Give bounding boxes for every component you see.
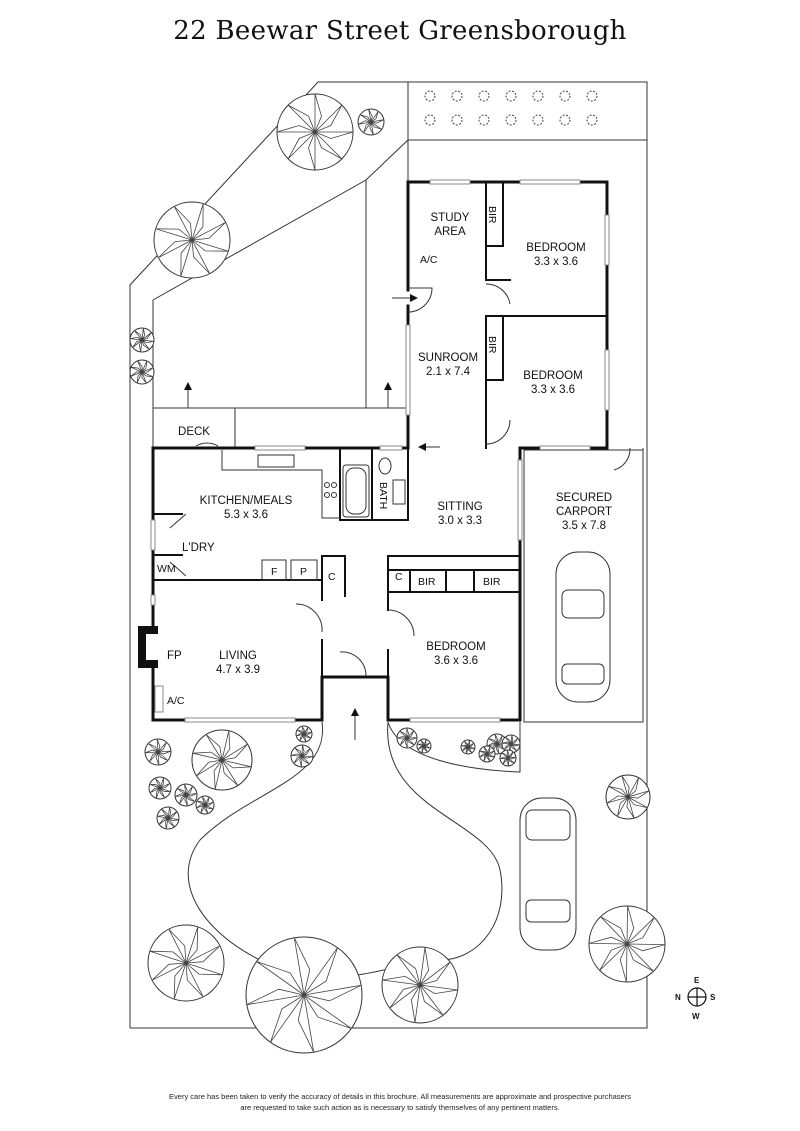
tree [195, 795, 215, 815]
bir-label-4: BIR [483, 576, 501, 588]
kitchen-name: KITCHEN/MEALS [200, 495, 293, 507]
sunroom-name: SUNROOM [418, 352, 478, 364]
shrub [451, 114, 463, 126]
tree [156, 806, 180, 830]
tree [276, 93, 354, 171]
p-label: P [300, 566, 307, 578]
study-label-1: STUDY [431, 212, 470, 224]
bedroom2-name: BEDROOM [523, 370, 582, 382]
shrub [451, 90, 463, 102]
fireplace [138, 626, 158, 668]
tree [605, 774, 651, 820]
compass-n: N [675, 993, 681, 1002]
room-labels: STUDY AREA A/C BIR BIR BEDROOM 3.3 x 3.6… [157, 206, 612, 707]
disclaimer: Every care has been taken to verify the … [0, 1091, 800, 1113]
car-driveway [519, 797, 577, 951]
carport [523, 448, 644, 723]
shrub [586, 114, 598, 126]
disclaimer-line-1: Every care has been taken to verify the … [169, 1092, 631, 1101]
f-label: F [271, 566, 277, 578]
sunroom-size: 2.1 x 7.4 [426, 366, 471, 378]
shrub [559, 114, 571, 126]
study-label-2: AREA [434, 226, 466, 238]
tree [416, 738, 432, 754]
compass-e: E [694, 976, 700, 985]
carport-name-2: CARPORT [556, 506, 612, 518]
tree [174, 783, 198, 807]
car-carport [555, 551, 611, 703]
ac-study-label: A/C [420, 254, 438, 266]
shrub [505, 114, 517, 126]
carport-name-1: SECURED [556, 492, 612, 504]
page-title: 22 Beewar Street Greensborough [173, 16, 627, 46]
shrub [505, 90, 517, 102]
shrub [586, 90, 598, 102]
deck-label: DECK [178, 426, 210, 438]
tree [129, 327, 155, 353]
windows [150, 179, 610, 723]
sitting-size: 3.0 x 3.3 [438, 515, 482, 527]
shrub [532, 114, 544, 126]
tree [295, 725, 313, 743]
laundry-label: L'DRY [182, 542, 215, 554]
tree [245, 936, 363, 1054]
bedroom1-name: BEDROOM [526, 242, 585, 254]
wm-label: WM [157, 563, 176, 575]
bir-label-1: BIR [486, 206, 498, 224]
bir-label-2: BIR [486, 336, 498, 354]
shrub [424, 114, 436, 126]
trees [129, 90, 666, 1054]
shrub [532, 90, 544, 102]
tree [148, 776, 172, 800]
tree [478, 745, 496, 763]
tree [396, 727, 418, 749]
tree [588, 905, 666, 983]
fp-label: FP [167, 650, 182, 662]
tree [144, 738, 172, 766]
shrub [478, 114, 490, 126]
bedroom3-name: BEDROOM [426, 641, 485, 653]
tree [499, 749, 517, 767]
kitchen-bench [221, 450, 340, 519]
tree [191, 729, 253, 791]
tree [290, 744, 314, 768]
interior-walls [152, 181, 608, 721]
shrub [424, 90, 436, 102]
bedroom3-size: 3.6 x 3.6 [434, 655, 478, 667]
c-label-2: C [395, 571, 403, 583]
bath-fixtures [342, 457, 406, 518]
bedroom1-size: 3.3 x 3.6 [534, 256, 578, 268]
disclaimer-line-2: are requested to take such action as is … [240, 1103, 560, 1112]
living-name: LIVING [219, 650, 257, 662]
tree [460, 739, 476, 755]
compass: E N S W [675, 976, 716, 1021]
bir-label-3: BIR [418, 576, 436, 588]
tree [381, 946, 459, 1024]
tree [501, 734, 521, 754]
compass-w: W [692, 1012, 700, 1021]
living-size: 4.7 x 3.9 [216, 664, 260, 676]
carport-size: 3.5 x 7.8 [562, 520, 606, 532]
shrub [559, 90, 571, 102]
ac-living-label: A/C [167, 695, 185, 707]
site-boundary [129, 81, 648, 1029]
compass-s: S [710, 993, 716, 1002]
tree [357, 108, 385, 136]
bedroom2-size: 3.3 x 3.6 [531, 384, 575, 396]
kitchen-size: 5.3 x 3.6 [224, 509, 268, 521]
tree [129, 359, 155, 385]
c-label-1: C [328, 571, 336, 583]
bath-label: BATH [377, 482, 389, 509]
entry-arrows [184, 294, 440, 740]
tree [147, 924, 225, 1002]
shrub [478, 90, 490, 102]
sitting-name: SITTING [437, 501, 482, 513]
tree [153, 201, 231, 279]
